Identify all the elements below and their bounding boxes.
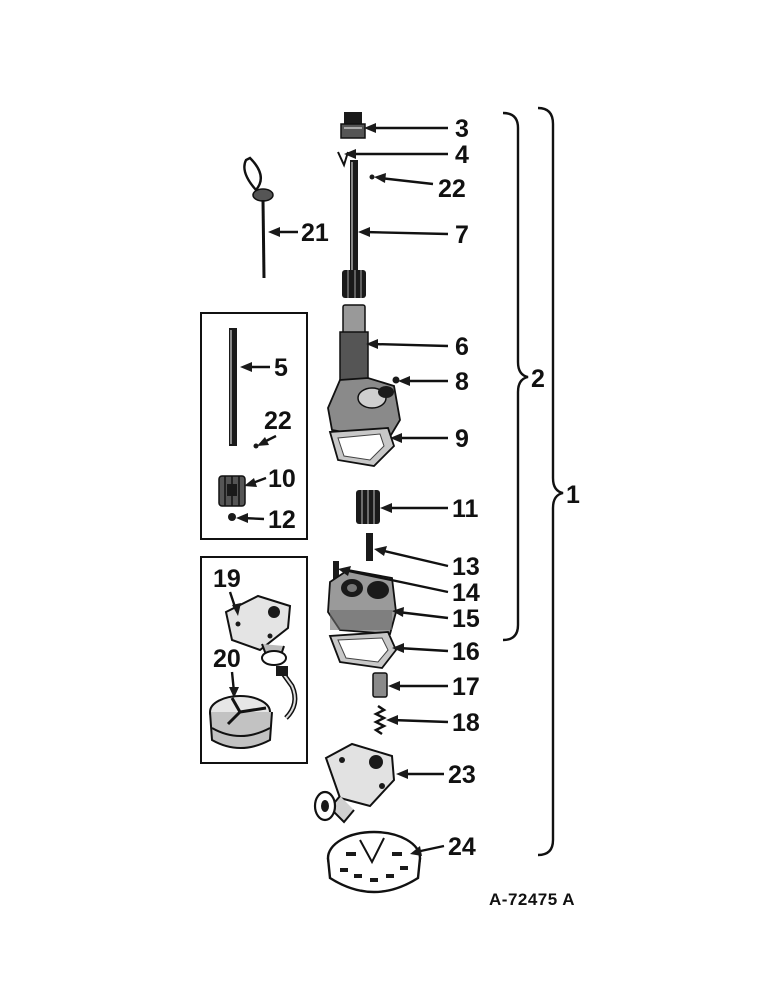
callout-9: 9 — [455, 425, 469, 453]
part-pin-4 — [337, 151, 349, 168]
inset-box-filter-assembly — [200, 556, 308, 764]
part-gear-11 — [356, 490, 380, 524]
callout-24: 24 — [448, 833, 476, 861]
part-gasket-16 — [328, 631, 398, 669]
inset-box-pump-shaft — [200, 312, 308, 540]
part-screen-24 — [326, 830, 422, 894]
callout-10: 10 — [268, 465, 296, 493]
drawing-number: A-72475 A — [489, 890, 576, 909]
part-sleeve-17 — [372, 672, 388, 698]
callout-4: 4 — [455, 141, 469, 169]
callout-3: 3 — [455, 115, 469, 143]
part-ball-8 — [392, 376, 400, 384]
part-cover-19 — [224, 594, 292, 666]
callout-1: 1 — [566, 481, 580, 509]
part-pump-housing-15 — [327, 569, 397, 635]
bracket-group-1 — [537, 106, 564, 857]
callout-20: 20 — [213, 645, 241, 673]
part-drive-gear — [342, 270, 366, 298]
callout-2: 2 — [531, 365, 545, 393]
callout-22-upper: 22 — [438, 175, 466, 203]
part-shaft-7 — [350, 160, 358, 272]
callout-17: 17 — [452, 673, 480, 701]
part-dipstick-21 — [243, 156, 274, 279]
part-shaft-5 — [229, 328, 237, 446]
callout-22-lower: 22 — [264, 407, 292, 435]
part-pin-13 — [366, 533, 373, 561]
part-pin-14 — [333, 561, 339, 579]
callout-11: 11 — [452, 495, 479, 523]
bracket-group-2 — [502, 111, 529, 642]
callout-5: 5 — [274, 354, 288, 382]
part-spring-18 — [373, 704, 387, 736]
part-washer-12 — [228, 513, 236, 521]
callout-19: 19 — [213, 565, 241, 593]
part-filter-20 — [209, 666, 298, 749]
callout-13: 13 — [452, 553, 480, 581]
callout-18: 18 — [452, 709, 480, 737]
part-gasket-9 — [328, 427, 396, 467]
part-cover-23 — [313, 742, 396, 824]
callout-6: 6 — [455, 333, 469, 361]
part-ball-22a — [369, 174, 375, 180]
callout-14: 14 — [452, 579, 480, 607]
part-ball-22b — [253, 443, 259, 449]
leader-lines — [228, 123, 449, 856]
part-pump-body-6 — [327, 304, 401, 441]
part-fitting-3 — [340, 112, 366, 139]
callout-12: 12 — [268, 506, 296, 534]
part-gear-10 — [218, 475, 246, 507]
callout-16: 16 — [452, 638, 480, 666]
callout-8: 8 — [455, 368, 469, 396]
callout-21: 21 — [301, 219, 329, 247]
callout-15: 15 — [452, 605, 480, 633]
callout-23: 23 — [448, 761, 476, 789]
callout-7: 7 — [455, 221, 469, 249]
